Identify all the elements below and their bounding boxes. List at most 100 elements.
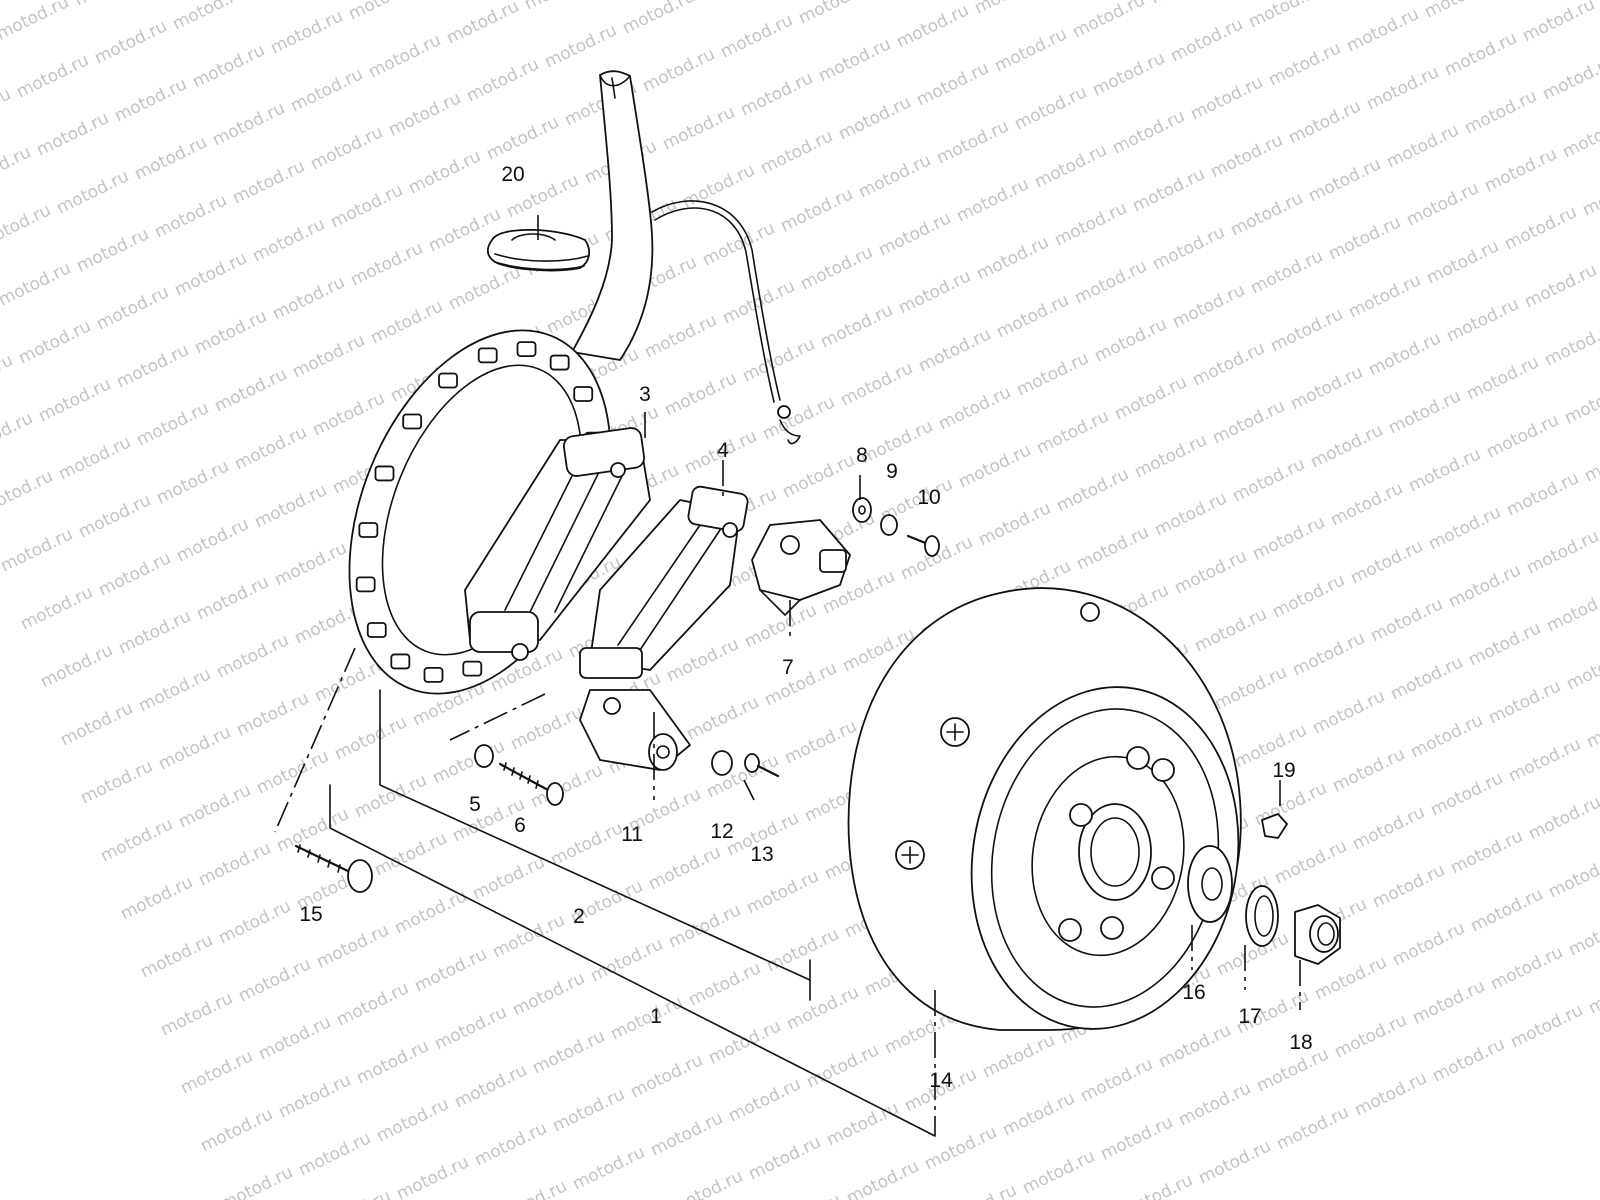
watermark-text: motod.ru: [661, 368, 740, 420]
callout-15: 15: [299, 903, 322, 926]
washer-8: [852, 497, 872, 523]
watermark-text: motod.ru: [875, 208, 954, 260]
watermark-text: motod.ru: [77, 756, 156, 808]
watermark-text: motod.ru: [175, 780, 254, 832]
coil-3: [464, 427, 651, 661]
watermark-text: motod.ru: [177, 1046, 256, 1098]
watermark-text: motod.ru: [91, 16, 170, 68]
watermark-text: motod.ru: [0, 142, 34, 194]
watermark-text: motod.ru: [1227, 188, 1306, 240]
watermark-text: motod.ru: [0, 258, 74, 310]
watermark-text: motod.ru: [367, 296, 446, 348]
watermark-text: motod.ru: [405, 146, 484, 198]
pickup-coil: [579, 689, 691, 771]
watermark-text: motod.ru: [15, 316, 94, 368]
watermark-text: motod.ru: [1423, 236, 1502, 288]
watermark-text: motod.ru: [411, 944, 490, 996]
callout-9: 9: [886, 460, 898, 483]
watermark-text: motod.ru: [151, 190, 230, 242]
watermark-text: motod.ru: [1487, 942, 1566, 994]
plate-slot: [516, 341, 537, 358]
watermark-text: motod.ru: [1427, 768, 1506, 820]
watermark-text: motod.ru: [133, 398, 212, 450]
watermark-text: motod.ru: [1465, 618, 1544, 670]
plate-slot: [462, 660, 483, 677]
bolt-15: [294, 844, 373, 893]
bracket-7: [751, 519, 851, 616]
watermark-text: motod.ru: [111, 74, 190, 126]
watermark-text: motod.ru: [1117, 1170, 1196, 1200]
callout-14: 14: [929, 1069, 953, 1092]
watermark-text: motod.ru: [1351, 1068, 1430, 1120]
watermark-text: motod.ru: [933, 116, 1012, 168]
watermark-text: motod.ru: [837, 358, 916, 410]
watermark-text: motod.ru: [217, 1162, 296, 1200]
watermark-text: motod.ru: [173, 514, 252, 566]
watermark-text: motod.ru: [757, 126, 836, 178]
callout-11: 11: [621, 823, 643, 846]
watermark-text: motod.ru: [725, 1074, 804, 1126]
screw-13: [744, 753, 780, 778]
watermark-text: motod.ru: [57, 698, 136, 750]
watermark-text: motod.ru: [1467, 884, 1546, 936]
watermark-text: motod.ru: [331, 712, 410, 764]
callout-18: 18: [1289, 1031, 1312, 1054]
watermark-text: motod.ru: [1503, 468, 1582, 520]
plate-slot: [423, 666, 444, 683]
watermark-text: motod.ru: [267, 6, 346, 58]
watermark-text: motod.ru: [1441, 28, 1520, 80]
watermark-text: motod.ru: [273, 804, 352, 856]
watermark-text: motod.ru: [1147, 0, 1226, 8]
watermark-text: motod.ru: [1579, 168, 1600, 220]
watermark-text: motod.ru: [491, 1176, 570, 1200]
watermark-text: motod.ru: [471, 1118, 550, 1170]
watermark-text: motod.ru: [659, 102, 738, 154]
plate-slot: [390, 653, 411, 670]
watermark-text: motod.ru: [1305, 154, 1384, 206]
watermark-text: motod.ru: [509, 968, 588, 1020]
watermark-text: motod.ru: [971, 0, 1050, 18]
watermark-text: motod.ru: [1273, 1102, 1352, 1154]
watermark-text: motod.ru: [483, 112, 562, 164]
watermark-text: motod.ru: [1289, 628, 1368, 680]
watermark-text: motod.ru: [683, 692, 762, 744]
watermark-text: motod.ru: [1267, 304, 1346, 356]
watermark-text: motod.ru: [627, 1050, 706, 1102]
watermark-text: motod.ru: [135, 664, 214, 716]
watermark-text: motod.ru: [1167, 14, 1246, 66]
grommet: [486, 228, 591, 272]
watermark-text: motod.ru: [353, 1036, 432, 1088]
screw-6: [498, 762, 564, 806]
watermark-text: motod.ru: [95, 548, 174, 600]
watermark-text: motod.ru: [915, 324, 994, 376]
watermark-text: motod.ru: [233, 688, 312, 740]
watermark-text: motod.ru: [843, 1156, 922, 1200]
key-19: [1261, 813, 1288, 839]
watermark-text: motod.ru: [157, 988, 236, 1040]
watermark-text: motod.ru: [1447, 826, 1526, 878]
watermark-text: motod.ru: [1309, 686, 1388, 738]
watermark-text: motod.ru: [835, 92, 914, 144]
plate-slot: [355, 576, 376, 593]
callout-13: 13: [750, 843, 773, 866]
callout-2: 2: [573, 905, 585, 928]
watermark-text: motod.ru: [0, 84, 14, 136]
plate-slot: [402, 413, 423, 430]
watermark-text: motod.ru: [1409, 976, 1488, 1028]
callout-5: 5: [469, 793, 481, 816]
lock-washer-17: [1245, 885, 1279, 947]
watermark-text: motod.ru: [289, 330, 368, 382]
watermark-text: motod.ru: [249, 214, 328, 266]
watermark-text: motod.ru: [667, 1166, 746, 1200]
watermark-text: motod.ru: [1331, 1010, 1410, 1062]
watermark-text: motod.ru: [921, 1122, 1000, 1174]
watermark-text: motod.ru: [315, 1186, 394, 1200]
watermark-text: motod.ru: [1171, 546, 1250, 598]
watermark-text: motod.ru: [955, 440, 1034, 492]
watermark-text: motod.ru: [817, 300, 896, 352]
watermark-text: motod.ru: [295, 1128, 374, 1180]
watermark-text: motod.ru: [529, 1026, 608, 1078]
watermark-text: motod.ru: [1285, 96, 1364, 148]
watermark-text: motod.ru: [777, 184, 856, 236]
